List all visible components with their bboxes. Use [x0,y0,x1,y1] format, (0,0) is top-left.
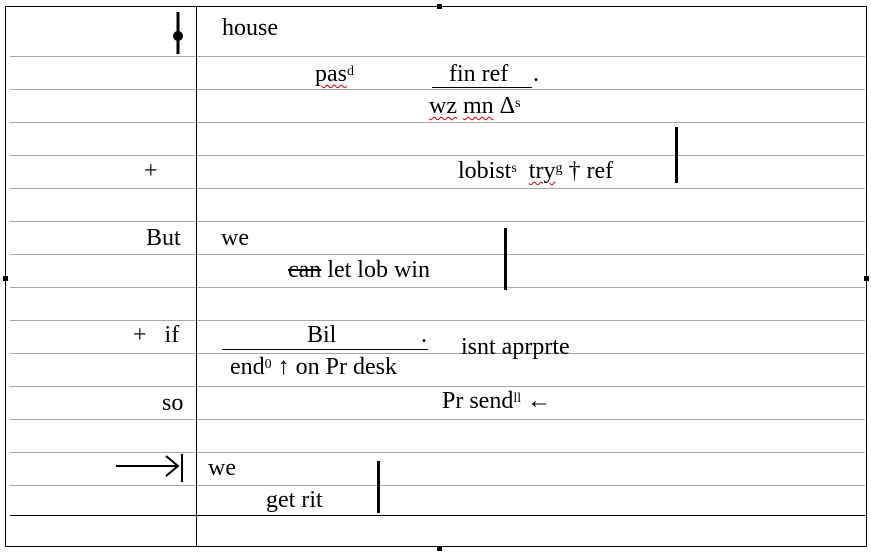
resize-handle[interactable] [864,276,869,281]
text-fin-ref: fin ref [449,61,509,87]
ruled-line [10,188,865,189]
text-bil: Bil [307,322,337,348]
ruled-line [10,515,865,516]
ruled-line [10,485,865,486]
fraction-line [432,87,532,88]
text-fin-ref-dot: . [533,61,539,87]
text-end-on-pr-desk: end0 ↑ on Pr desk [230,354,397,380]
resize-handle[interactable] [437,4,442,9]
ruled-line [10,122,865,123]
vertical-bar [675,127,678,183]
ruled-line [10,287,865,288]
text-can-let-lob-win: can let lob win [288,257,430,283]
text-wz-mn-delta: wz mn Δs [429,93,521,119]
ruled-line [10,89,865,90]
text-plus: + [144,158,158,184]
margin-line [196,7,197,547]
text-house: house [222,15,278,41]
resize-handle[interactable] [437,546,442,551]
ruled-line [10,320,865,321]
text-pr-send: Pr sendll ← [442,388,552,414]
vertical-bar [377,461,380,513]
ruled-line [10,56,865,57]
ruled-line [10,452,865,453]
resize-handle[interactable] [3,276,8,281]
text-lobist-try-ref: lobists tryg † ref [458,158,614,184]
ruled-line [10,386,865,387]
text-so: so [162,390,184,416]
ruled-line [10,155,865,156]
text-plus-if: + if [133,322,180,348]
ruled-line [10,254,865,255]
text-isnt-aprprte: isnt aprprte [461,334,570,360]
text-we: we [208,455,236,481]
text-but: But [146,225,181,251]
text-get-rit: get rit [266,487,323,513]
fraction-line [222,349,428,350]
arrow-right-icon [116,454,183,482]
text-we: we [221,225,249,251]
note-symbol-icon [173,12,183,54]
text-pas: pasd [315,61,354,87]
ruled-line [10,353,865,354]
ruled-line [10,419,865,420]
text-bil-dot: . [421,322,427,348]
vertical-bar [504,228,507,290]
ruled-line [10,221,865,222]
